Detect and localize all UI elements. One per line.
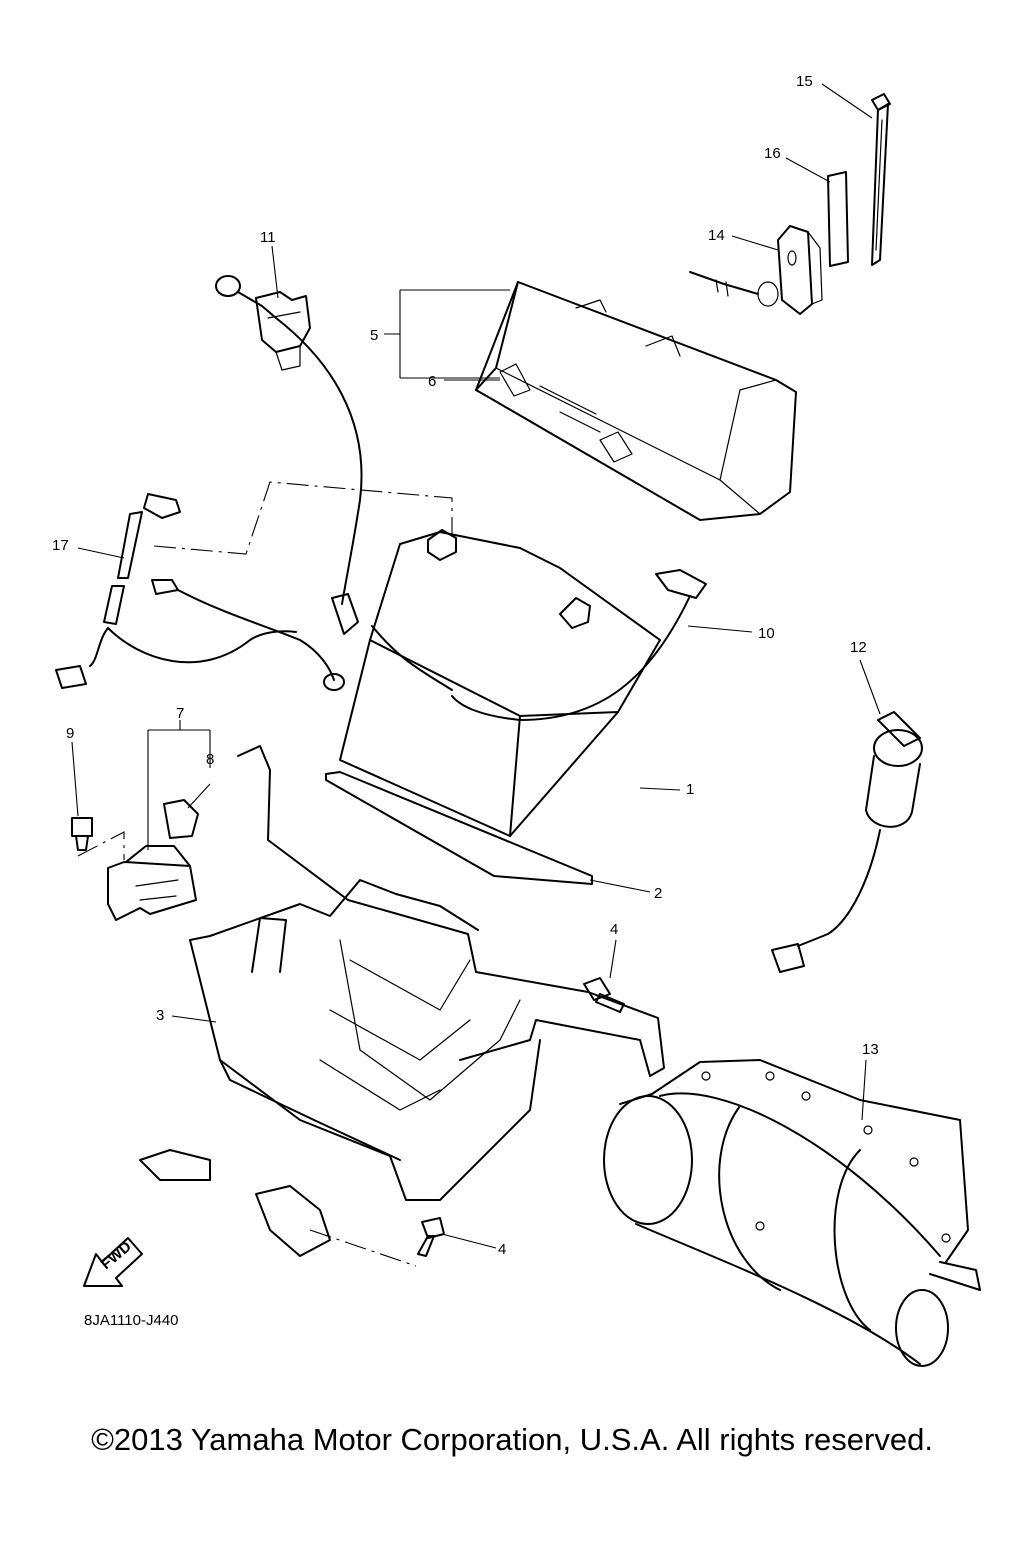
fwd-label: FWD	[98, 1238, 135, 1273]
callout-6: 6	[428, 373, 436, 390]
callout-8: 8	[206, 751, 214, 768]
callout-14: 14	[708, 227, 725, 244]
callout-1: 1	[686, 781, 694, 798]
callout-11: 11	[260, 229, 276, 246]
callout-12: 12	[850, 639, 867, 656]
battery-cable-part	[215, 275, 453, 691]
wire-harness-part	[55, 493, 345, 691]
copyright-notice: ©2013 Yamaha Motor Corporation, U.S.A. A…	[91, 1422, 933, 1457]
positive-lead-part	[451, 569, 707, 721]
forward-arrow-icon: FWD	[83, 1237, 143, 1287]
callout-3: 3	[156, 1007, 164, 1024]
battery-part	[339, 529, 661, 837]
callout-16: 16	[764, 145, 781, 162]
callout-4-lower: 4	[498, 1241, 506, 1258]
bolt-upper-part	[583, 977, 625, 1013]
callout-17: 17	[52, 537, 69, 554]
bolt-lower-part	[417, 1217, 445, 1257]
callout-4-upper: 4	[610, 921, 618, 938]
battery-cover-part	[475, 281, 797, 521]
relay-part	[107, 845, 197, 921]
callout-10: 10	[758, 625, 775, 642]
cable-tie-part	[871, 93, 891, 266]
callout-13: 13	[862, 1041, 879, 1058]
callout-7: 7	[176, 705, 184, 722]
callout-15: 15	[796, 73, 813, 90]
power-socket-part	[771, 711, 923, 973]
callout-labels: 15 16 14 11 5 6 17 10 12 7 9 8 1 2 4 3 1…	[52, 73, 879, 1258]
bolt-part	[71, 817, 93, 851]
leader-lines	[71, 83, 881, 1267]
callout-2: 2	[654, 885, 662, 902]
callout-9: 9	[66, 725, 74, 742]
fuse-part	[163, 799, 199, 839]
drawing-code: 8JA1110-J440	[84, 1312, 179, 1329]
clamp-part	[255, 291, 311, 371]
pad-part	[827, 171, 849, 267]
switch-part	[689, 225, 823, 315]
heat-shield-part	[603, 1059, 981, 1367]
battery-pad-part	[325, 771, 593, 885]
callout-5: 5	[370, 327, 378, 344]
